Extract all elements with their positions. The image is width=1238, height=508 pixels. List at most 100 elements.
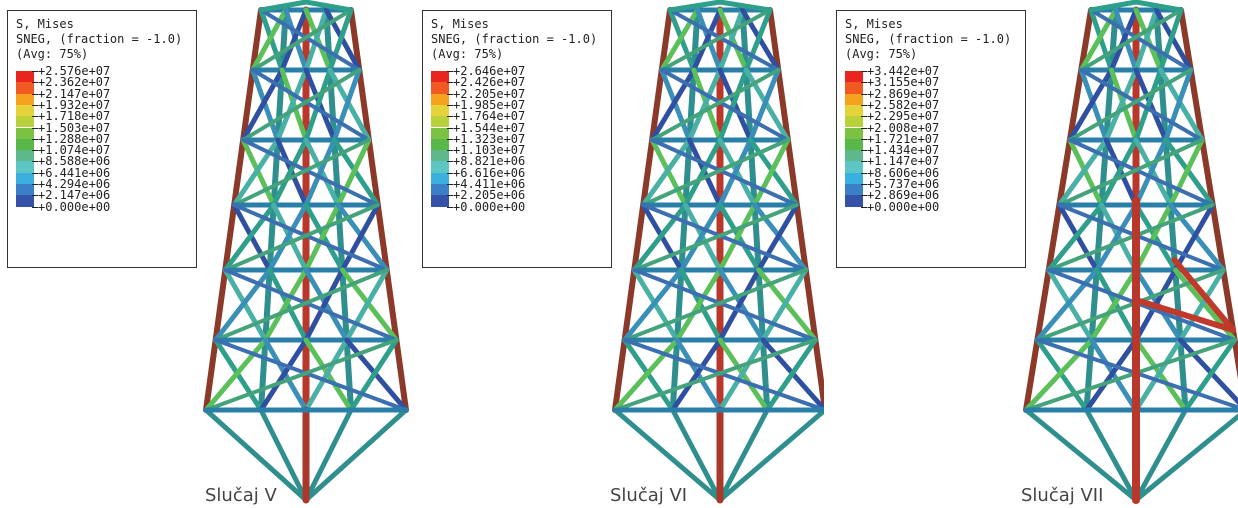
truss-member xyxy=(1133,137,1169,208)
legend-swatch xyxy=(845,161,863,173)
truss-member xyxy=(1133,337,1183,413)
truss-member xyxy=(259,8,362,72)
legend-value: +2.576e+07 xyxy=(38,64,111,78)
truss-member xyxy=(1177,337,1238,406)
legend-value: +1.932e+07 xyxy=(38,97,111,112)
legend-value: +6.441e+06 xyxy=(38,165,111,180)
truss-member xyxy=(232,203,389,272)
truss-member xyxy=(1133,67,1164,143)
legend-tick xyxy=(32,195,38,197)
legend-value: +1.985e+07 xyxy=(453,97,526,112)
truss-member xyxy=(335,137,372,208)
truss-member xyxy=(303,407,354,503)
truss-member xyxy=(343,337,354,413)
legend-swatch xyxy=(16,104,34,117)
legend-tick xyxy=(447,184,453,185)
truss-member xyxy=(374,202,390,273)
truss-member xyxy=(339,202,381,273)
case-caption: Slučaj VII xyxy=(1021,485,1104,506)
truss-member xyxy=(303,337,350,413)
truss-member xyxy=(802,267,819,343)
truss-member xyxy=(622,267,684,343)
truss-member xyxy=(717,202,758,273)
truss-member xyxy=(204,338,399,412)
truss-member xyxy=(686,67,723,143)
legend-swatch xyxy=(845,93,863,105)
case-caption: Slučaj V xyxy=(205,485,277,506)
legend-swatch xyxy=(16,161,34,173)
legend-tick xyxy=(447,206,453,208)
panel-case-vi: S, Mises SNEG, (fraction = -1.0) (Avg: 7… xyxy=(412,0,824,508)
legend-swatch xyxy=(16,116,34,128)
legend-tick xyxy=(861,184,867,185)
legend-value: +1.764e+07 xyxy=(453,109,526,124)
legend-tick xyxy=(861,138,867,140)
truss-member xyxy=(649,67,665,143)
legend-swatch xyxy=(845,150,863,162)
truss-member xyxy=(223,203,380,272)
truss-member xyxy=(717,407,824,503)
legend-swatch xyxy=(431,116,449,128)
stress-legend: S, Mises SNEG, (fraction = -1.0) (Avg: 7… xyxy=(422,10,612,268)
legend-swatch xyxy=(845,116,863,128)
legend-tick xyxy=(861,172,867,174)
legend-swatch xyxy=(431,93,449,105)
truss-member xyxy=(1171,257,1236,333)
legend-tick xyxy=(861,150,867,152)
legend-variable: S, Mises xyxy=(16,17,74,31)
legend-swatch xyxy=(16,172,34,184)
truss-member xyxy=(348,337,399,413)
legend-tick xyxy=(32,172,38,174)
truss-member xyxy=(613,338,818,412)
legend-swatch xyxy=(431,195,449,207)
truss-member xyxy=(668,8,781,72)
legend-value: +2.008e+07 xyxy=(867,120,940,135)
legend-value: +2.582e+07 xyxy=(867,97,940,112)
legend-value: +2.295e+07 xyxy=(867,109,940,124)
legend-tick xyxy=(32,138,38,140)
truss-member xyxy=(650,138,799,207)
truss-member xyxy=(640,137,692,208)
legend-value: +2.205e+07 xyxy=(453,86,526,101)
truss-member xyxy=(1133,297,1236,333)
legend-averaging: (Avg: 75%) xyxy=(845,47,918,61)
legend-swatch xyxy=(431,184,449,196)
legend-swatch xyxy=(16,82,34,94)
truss-member xyxy=(1158,7,1184,73)
legend-value: +8.606e+06 xyxy=(867,165,940,180)
legend-tick xyxy=(447,127,453,129)
truss-member xyxy=(279,7,289,73)
legend-tick xyxy=(447,104,453,106)
truss-member xyxy=(1088,267,1100,343)
truss-member xyxy=(1088,0,1139,13)
truss-member xyxy=(1084,337,1139,413)
legend-tick xyxy=(32,82,38,84)
truss-member xyxy=(717,267,762,343)
legend-tick xyxy=(32,116,38,118)
panel-case-v: S, Mises SNEG, (fraction = -1.0) (Avg: 7… xyxy=(0,0,412,508)
legend-swatch xyxy=(845,184,863,196)
truss-member xyxy=(748,67,781,143)
truss-member xyxy=(250,68,371,142)
legend-swatch xyxy=(845,195,863,207)
truss-member xyxy=(764,337,818,413)
truss-member xyxy=(249,7,264,73)
truss-member xyxy=(682,137,723,208)
truss-member xyxy=(612,337,680,413)
truss-member xyxy=(303,137,337,208)
truss-member xyxy=(658,7,673,73)
legend-swatch xyxy=(431,104,449,117)
legend-tick xyxy=(861,116,867,118)
truss-member xyxy=(1133,407,1188,503)
legend-swatch xyxy=(431,138,449,151)
truss-member xyxy=(743,67,754,143)
truss-member xyxy=(632,203,799,272)
legend-value: +1.544e+07 xyxy=(453,120,526,135)
legend-swatch xyxy=(16,195,34,207)
truss-member xyxy=(631,202,688,273)
legend-variable: S, Mises xyxy=(431,17,489,31)
truss-member xyxy=(1178,7,1194,73)
truss-member xyxy=(275,67,309,143)
truss-member xyxy=(674,267,685,343)
truss-member xyxy=(266,202,277,273)
